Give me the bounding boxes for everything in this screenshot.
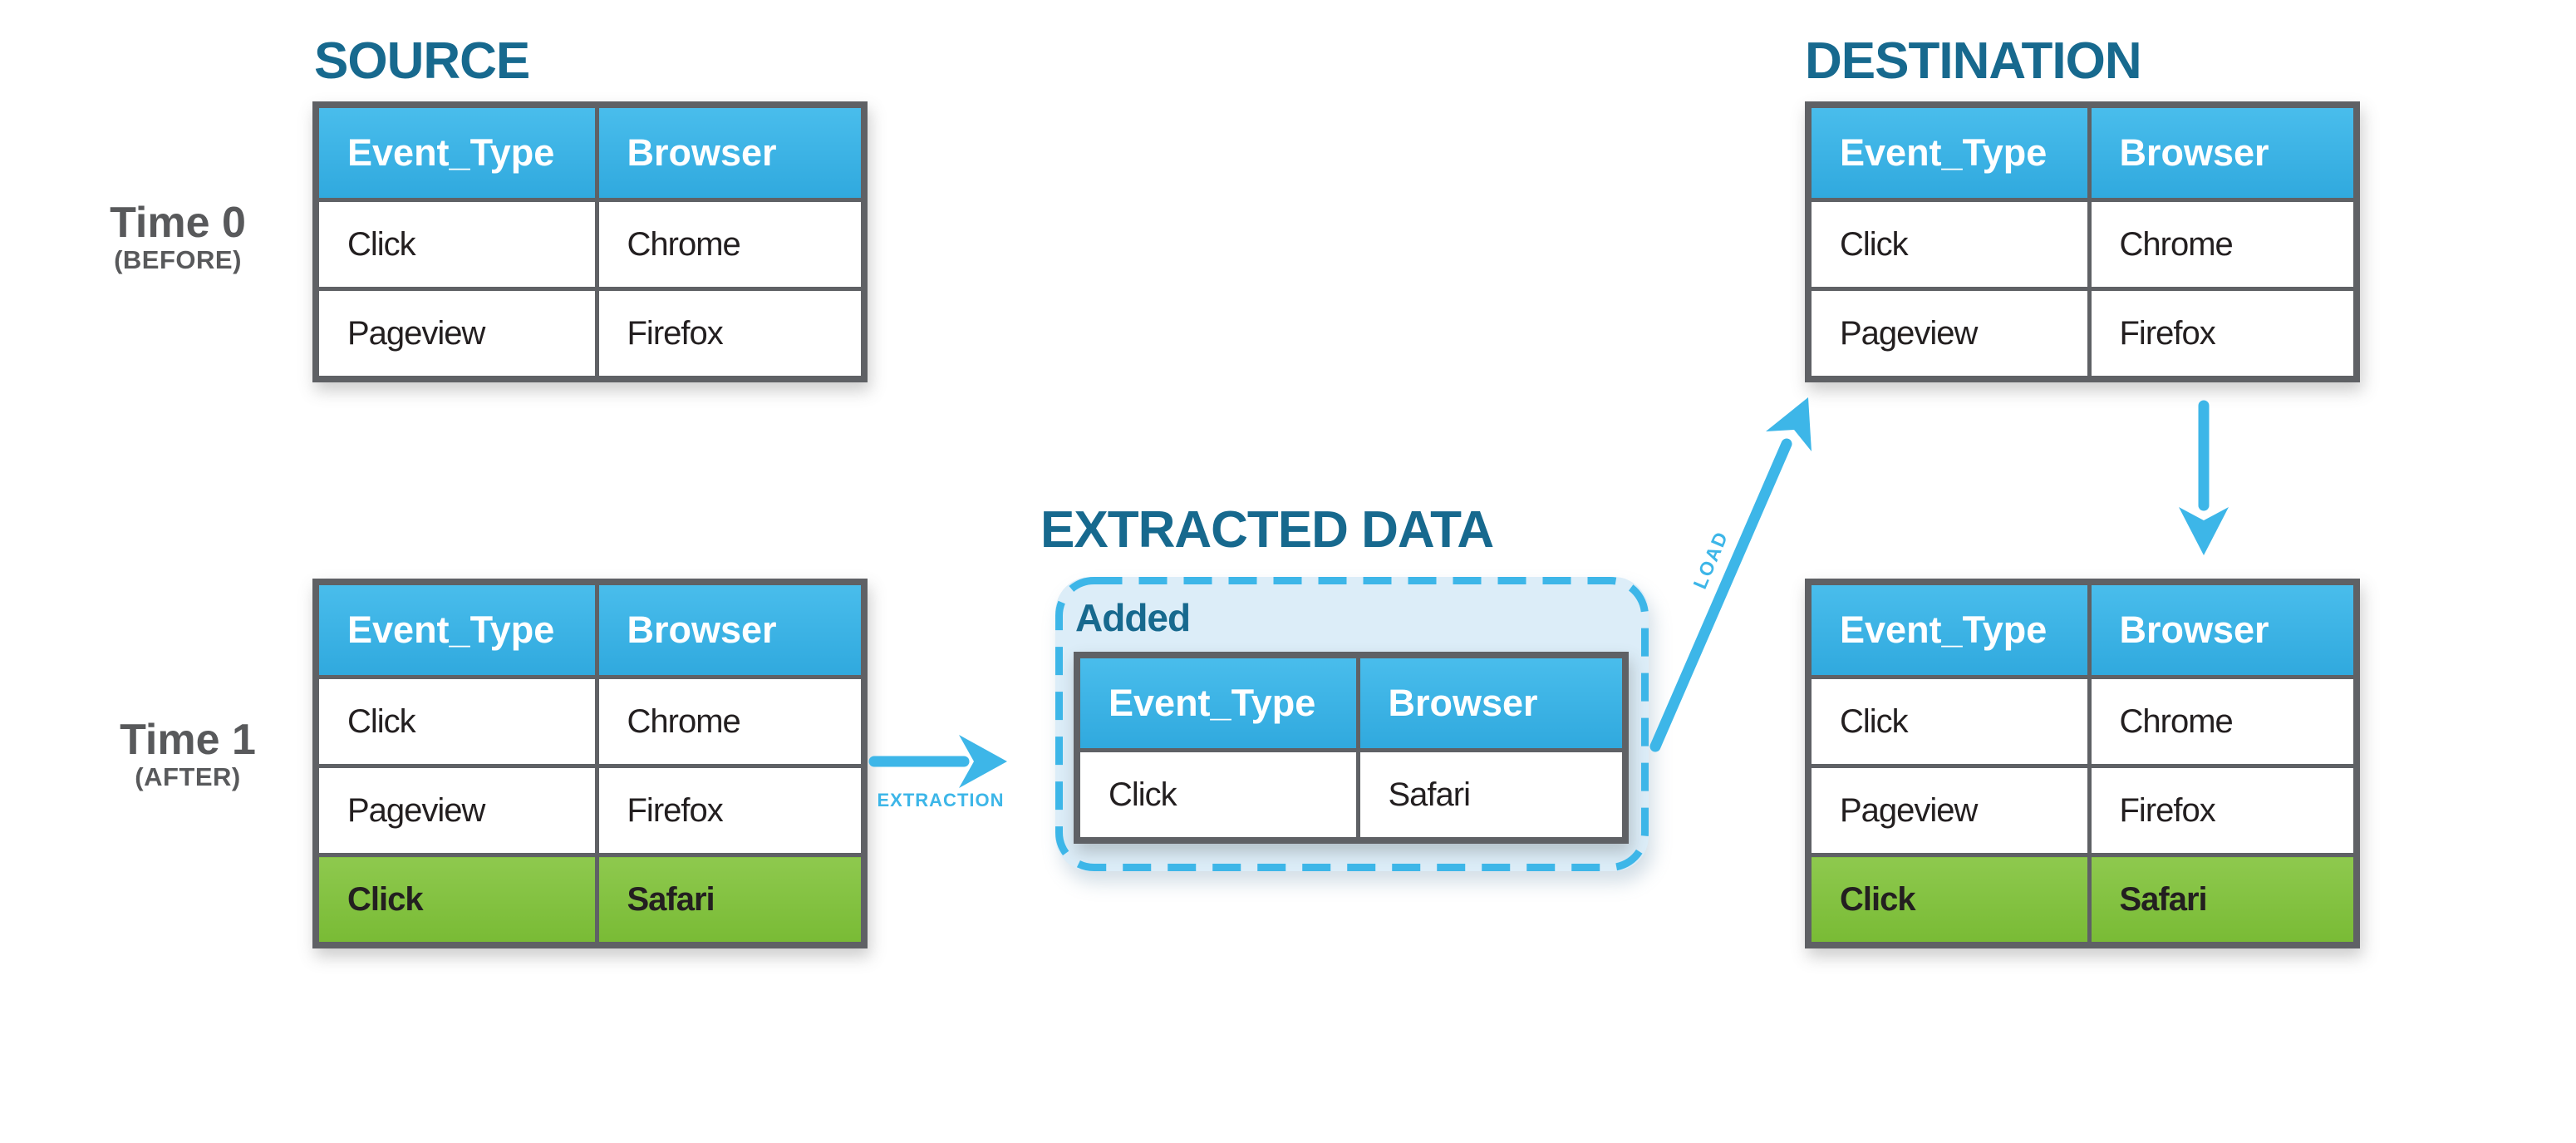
- cell-browser: Chrome: [594, 198, 867, 291]
- cell-event-type: Pageview: [1806, 764, 2092, 857]
- table-row: Pageview Firefox: [1806, 764, 2359, 857]
- cell-event-type: Pageview: [313, 287, 599, 382]
- column-header-event-type: Event_Type: [1074, 653, 1360, 752]
- destination-time1-table: Event_Type Browser Click Chrome Pageview…: [1805, 579, 2360, 948]
- header-row: Event_Type Browser: [313, 102, 867, 202]
- extracted-data-heading: EXTRACTED DATA: [1040, 501, 1494, 559]
- table-row: Click Chrome: [313, 675, 867, 768]
- column-header-browser: Browser: [2087, 102, 2359, 202]
- cell-browser: Chrome: [594, 675, 867, 768]
- column-header-browser: Browser: [594, 579, 867, 679]
- table-row: Pageview Firefox: [1806, 287, 2359, 382]
- destination-update-arrow-icon: [2179, 400, 2229, 555]
- cell-event-type: Click: [313, 675, 599, 768]
- load-arrow-icon: [1649, 397, 1812, 752]
- table-row: Pageview Firefox: [313, 287, 867, 382]
- time0-title: Time 0: [110, 199, 246, 247]
- cell-browser: Firefox: [2087, 287, 2359, 382]
- time1-label: Time 1 (AFTER): [80, 717, 296, 791]
- extracted-data-table: Event_Type Browser Click Safari: [1074, 652, 1629, 844]
- source-heading: SOURCE: [314, 32, 530, 90]
- time0-subtitle: (BEFORE): [114, 245, 242, 275]
- column-header-event-type: Event_Type: [313, 102, 599, 202]
- table-row: Pageview Firefox: [313, 764, 867, 857]
- cell-event-type: Click: [1806, 853, 2092, 948]
- cell-browser: Firefox: [2087, 764, 2359, 857]
- cell-event-type: Click: [313, 853, 599, 948]
- column-header-event-type: Event_Type: [1806, 102, 2092, 202]
- destination-heading: DESTINATION: [1805, 32, 2142, 90]
- column-header-browser: Browser: [1355, 653, 1628, 752]
- added-label: Added: [1075, 596, 1191, 639]
- extraction-arrow-icon: [868, 735, 1007, 788]
- cell-event-type: Click: [1806, 198, 2092, 291]
- table-row-added: Click Safari: [313, 853, 867, 948]
- load-arrow-label: LOAD: [1689, 527, 1733, 593]
- time1-subtitle: (AFTER): [135, 762, 241, 792]
- cell-browser: Chrome: [2087, 198, 2359, 291]
- column-header-event-type: Event_Type: [1806, 579, 2092, 679]
- destination-time0-table: Event_Type Browser Click Chrome Pageview…: [1805, 101, 2360, 382]
- table-row: Click Chrome: [1806, 675, 2359, 768]
- time0-label: Time 0 (BEFORE): [70, 200, 286, 274]
- header-row: Event_Type Browser: [313, 579, 867, 679]
- cell-event-type: Click: [1074, 748, 1360, 843]
- extraction-arrow-label: EXTRACTION: [877, 790, 1005, 810]
- cell-browser: Chrome: [2087, 675, 2359, 768]
- source-time1-table: Event_Type Browser Click Chrome Pageview…: [312, 579, 868, 948]
- cell-browser: Safari: [594, 853, 867, 948]
- cell-event-type: Click: [313, 198, 599, 291]
- column-header-event-type: Event_Type: [313, 579, 599, 679]
- table-row: Click Chrome: [313, 198, 867, 291]
- cell-event-type: Pageview: [313, 764, 599, 857]
- cell-event-type: Click: [1806, 675, 2092, 768]
- cell-event-type: Pageview: [1806, 287, 2092, 382]
- table-row: Click Safari: [1074, 748, 1628, 843]
- header-row: Event_Type Browser: [1074, 653, 1628, 752]
- header-row: Event_Type Browser: [1806, 102, 2359, 202]
- header-row: Event_Type Browser: [1806, 579, 2359, 679]
- column-header-browser: Browser: [594, 102, 867, 202]
- column-header-browser: Browser: [2087, 579, 2359, 679]
- cell-browser: Safari: [1355, 748, 1628, 843]
- cell-browser: Firefox: [594, 287, 867, 382]
- table-row: Click Chrome: [1806, 198, 2359, 291]
- time1-title: Time 1: [120, 716, 256, 764]
- cell-browser: Firefox: [594, 764, 867, 857]
- cell-browser: Safari: [2087, 853, 2359, 948]
- table-row-added: Click Safari: [1806, 853, 2359, 948]
- source-time0-table: Event_Type Browser Click Chrome Pageview…: [312, 101, 868, 382]
